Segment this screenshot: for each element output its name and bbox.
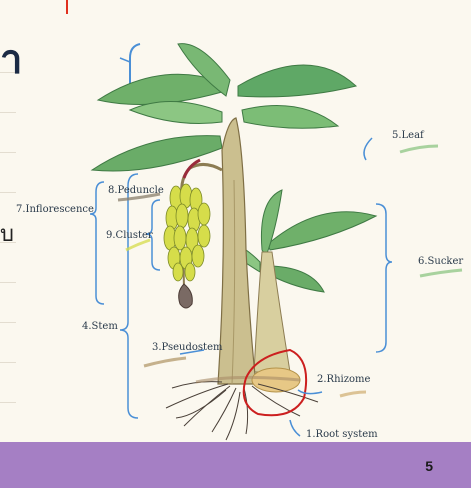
leaf-top-right [238, 65, 356, 97]
inflorescence-bracket [90, 182, 104, 304]
sucker-leaf-right [268, 212, 376, 250]
leaf-top-left [98, 74, 222, 104]
label-root-system: 1.Root system [306, 430, 378, 440]
label-leaf: 5.Leaf [392, 131, 424, 141]
peduncle-bract [184, 160, 200, 178]
sucker-bracket [376, 204, 392, 352]
label-pseudostem: 3.Pseudostem [152, 343, 222, 353]
main-pseudostem [218, 118, 256, 384]
label-peduncle: 8.Peduncle [108, 186, 164, 196]
label-sucker: 6.Sucker [418, 257, 463, 267]
banana-flower-bud [179, 284, 193, 308]
leaf-mid-left [130, 101, 222, 123]
banana-bunch [164, 184, 210, 281]
footer-bar: 5 [0, 442, 471, 488]
label-rhizome: 2.Rhizome [317, 375, 370, 385]
top-bracket-tick [120, 58, 130, 62]
leaf-right [242, 106, 338, 129]
stem-bracket [120, 174, 138, 418]
label-cluster: 9.Cluster [106, 231, 153, 241]
label-inflorescence: 7.Inflorescence [16, 205, 94, 215]
page-number: 5 [425, 458, 433, 474]
sucker-leaf-lower [272, 266, 324, 292]
label-stem: 4.Stem [82, 322, 118, 332]
